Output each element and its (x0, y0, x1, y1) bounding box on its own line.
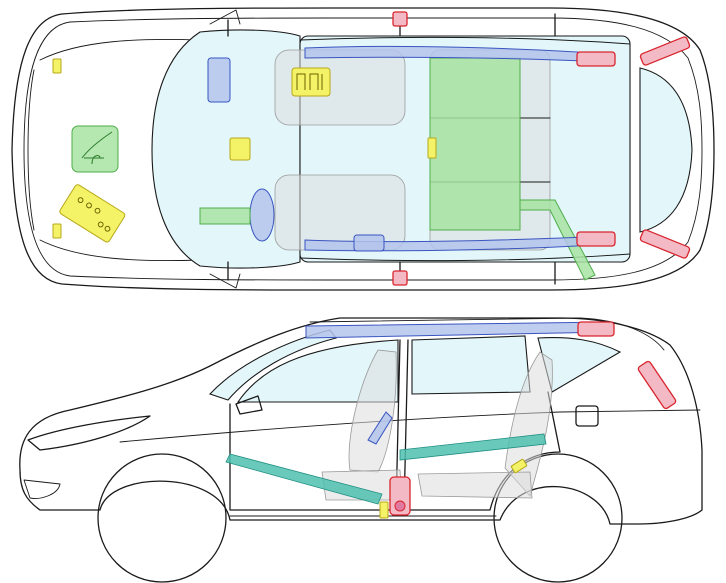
side-headlight (27, 415, 151, 451)
side-rear-seat-cushion (417, 471, 533, 499)
top-inflator-rear-left (576, 51, 616, 67)
top-hv-cable (519, 199, 596, 281)
top-hood-struts (71, 125, 119, 173)
side-door-beam-front (225, 453, 383, 505)
side-pretensioner-bulb (394, 500, 406, 512)
top-12v-battery (59, 184, 126, 243)
top-dashboard-module (207, 57, 231, 103)
side-view (19, 317, 703, 583)
side-front-window (236, 339, 399, 403)
side-door-sensor (379, 501, 389, 519)
side-grille (23, 479, 61, 499)
side-tail-light (575, 405, 599, 427)
top-hv-battery (429, 57, 521, 231)
side-seat-airbag (367, 411, 393, 445)
top-view (11, 7, 715, 291)
top-inflator-rear-right (576, 231, 616, 247)
side-belt-line (119, 409, 701, 443)
top-mirror-left (209, 9, 241, 25)
top-steering-column (199, 207, 251, 225)
top-passenger-airbag (353, 234, 385, 252)
side-rear-wheel (493, 453, 623, 583)
top-mirror-right (209, 273, 241, 289)
top-front-bumper (27, 69, 35, 231)
top-tunnel-module (427, 137, 437, 159)
top-seatbelt-pretensioner-unit (291, 67, 331, 97)
top-front-seat-2 (274, 174, 406, 251)
top-srs-unit (229, 137, 251, 161)
top-gas-strut-right (639, 229, 691, 259)
top-steering-wheel (249, 188, 275, 242)
side-front-seat (348, 349, 397, 473)
side-body-outline (19, 317, 703, 525)
top-hood-struts-glyph (81, 131, 113, 165)
top-b-pillar-sensor-right (392, 270, 408, 286)
side-windshield (209, 329, 337, 401)
top-front-sensor-left (52, 58, 62, 74)
top-rear-glass (639, 67, 693, 233)
side-door-beam-rear (399, 433, 547, 461)
top-b-pillar-sensor-left (392, 11, 408, 27)
top-unit-glyph (296, 73, 323, 90)
side-mirror (235, 395, 263, 415)
side-roof-rail (309, 317, 665, 351)
side-rear-sensor (510, 458, 528, 474)
side-curtain-airbag (305, 321, 613, 339)
top-roof-rail-top (299, 36, 631, 45)
top-body-outline (11, 7, 715, 291)
side-front-wheel (97, 453, 227, 583)
side-roof-inflator (577, 321, 615, 337)
side-rear-seat (504, 351, 553, 497)
top-gas-strut-left (639, 36, 691, 66)
top-hood-line (39, 38, 201, 262)
side-rear-window (411, 335, 531, 395)
top-front-sensor-right (52, 223, 62, 239)
top-roof-rail-bottom (299, 253, 631, 262)
side-tailgate-strut (637, 360, 677, 410)
side-quarter-window (537, 336, 622, 393)
